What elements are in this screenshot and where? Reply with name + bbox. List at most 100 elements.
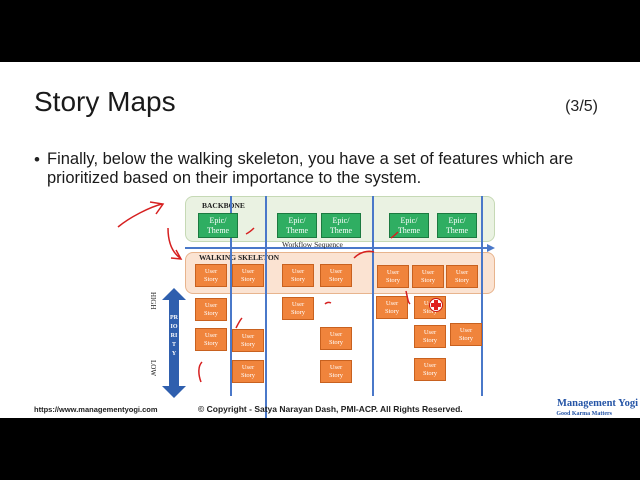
- story-line2: Story: [240, 275, 256, 283]
- epic-line1: Epic/: [288, 215, 306, 225]
- slide: Story Maps (3/5) • Finally, below the wa…: [0, 62, 640, 418]
- story-line1: User: [455, 268, 469, 276]
- epic-line1: Epic/: [448, 215, 466, 225]
- epic-text: Epic/Theme: [446, 216, 468, 236]
- epic-text: Epic/Theme: [330, 216, 352, 236]
- story-line2: Story: [422, 336, 438, 344]
- column-line: [372, 196, 374, 396]
- story-line2: Story: [328, 371, 344, 379]
- workflow-sequence-label: Workflow Sequence: [282, 240, 343, 249]
- epic-text: Epic/Theme: [207, 216, 229, 236]
- story-line2: Story: [454, 276, 470, 284]
- story-line2: Story: [203, 275, 219, 283]
- story-line2: Story: [290, 275, 306, 283]
- logo-name: Management Yogi: [557, 398, 638, 409]
- letterbox-bottom: [0, 418, 640, 480]
- slide-title: Story Maps: [34, 86, 176, 117]
- epic-line2: Theme: [206, 225, 230, 235]
- epic-line1: Epic/: [209, 215, 227, 225]
- story-line1: User: [204, 301, 218, 309]
- story-line1: User: [204, 331, 218, 339]
- walking-skeleton-label: WALKING SKELETON: [199, 253, 280, 262]
- story-line2: Story: [422, 307, 438, 315]
- cursor-icon: [429, 298, 443, 312]
- bullet-text: Finally, below the walking skeleton, you…: [47, 150, 574, 187]
- footer-copyright: © Copyright - Satya Narayan Dash, PMI-AC…: [198, 404, 463, 414]
- story-line1: User: [423, 328, 437, 336]
- workflow-arrow: [185, 244, 495, 252]
- story-line2: Story: [290, 308, 306, 316]
- story-line2: Story: [328, 338, 344, 346]
- story-line1: User: [459, 326, 473, 334]
- priority-arrow: [162, 288, 186, 398]
- story-line1: User: [241, 363, 255, 371]
- priority-text: PRIORITY: [170, 315, 178, 357]
- column-line: [481, 196, 483, 396]
- story-line2: Story: [385, 276, 401, 284]
- column-line: [265, 196, 267, 418]
- epic-card: Epic/Theme: [198, 213, 238, 238]
- logo-tagline: Good Karma Matters: [556, 411, 612, 417]
- epic-card: Epic/Theme: [437, 213, 477, 238]
- story-line2: Story: [240, 340, 256, 348]
- story-line1: User: [386, 268, 400, 276]
- story-line1: User: [329, 330, 343, 338]
- story-line2: Story: [203, 309, 219, 317]
- annotation-marks: [117, 201, 411, 383]
- story-line1: User: [241, 332, 255, 340]
- story-line1: User: [329, 363, 343, 371]
- story-line2: Story: [384, 307, 400, 315]
- slide-counter: (3/5): [565, 98, 598, 115]
- story-line2: Story: [203, 339, 219, 347]
- story-line1: User: [291, 267, 305, 275]
- epic-line1: Epic/: [400, 215, 418, 225]
- story-line2: Story: [420, 276, 436, 284]
- epic-line2: Theme: [285, 225, 309, 235]
- story-line1: User: [421, 268, 435, 276]
- footer-url: https://www.managementyogi.com: [34, 405, 158, 414]
- story-line1: User: [329, 267, 343, 275]
- story-line1: User: [291, 300, 305, 308]
- epic-text: Epic/Theme: [398, 216, 420, 236]
- column-line: [230, 196, 232, 396]
- epic-text: Epic/Theme: [286, 216, 308, 236]
- bullet-dot: •: [34, 150, 40, 169]
- epic-line2: Theme: [329, 225, 353, 235]
- epic-line2: Theme: [445, 225, 469, 235]
- story-map: BACKBONE WALKING SKELETON Workflow Seque…: [0, 62, 640, 418]
- story-line1: User: [241, 267, 255, 275]
- priority-label: PRIORITY: [170, 314, 178, 359]
- story-line2: Story: [422, 369, 438, 377]
- story-line2: Story: [458, 334, 474, 342]
